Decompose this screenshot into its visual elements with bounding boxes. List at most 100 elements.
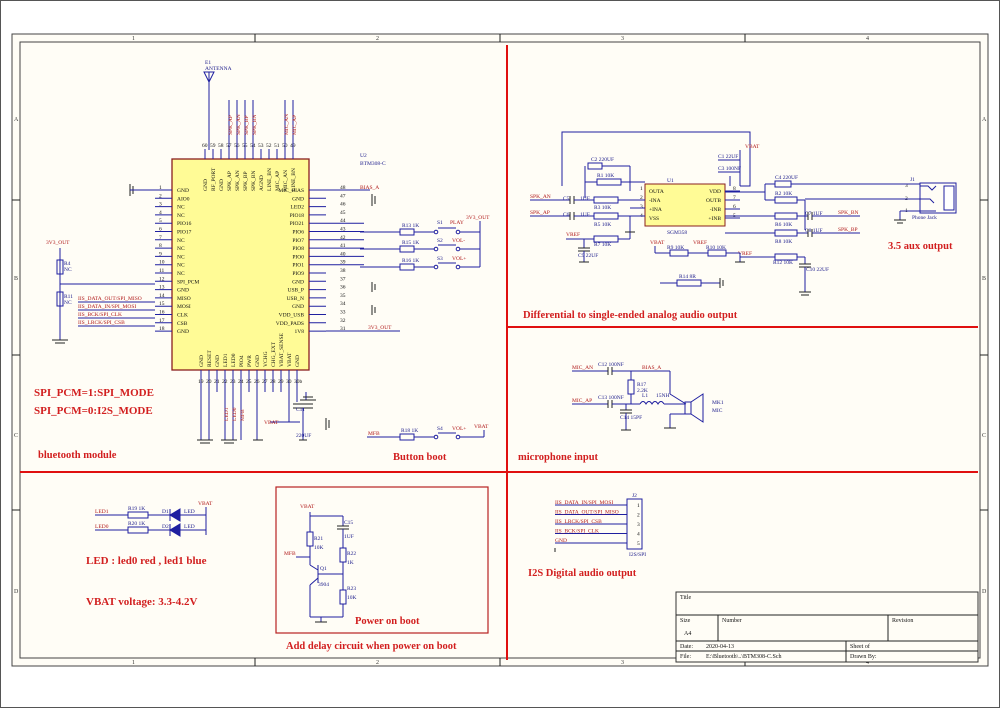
chip-bottom-pins: 19GND20RESET21GND22LED123LED024PIO425PWR… bbox=[198, 332, 303, 392]
tb-file-label: File: bbox=[680, 654, 691, 660]
r10-label: R10 10K bbox=[706, 245, 726, 251]
r5-label: R5 10K bbox=[594, 222, 611, 228]
title-block: Title Size A4 Number Revision Date: 2020… bbox=[675, 591, 979, 663]
row-label-b-right: B bbox=[982, 276, 986, 282]
top-pin-name: LINE_BN bbox=[291, 168, 297, 191]
row-label-b: B bbox=[14, 276, 18, 282]
r2-label: R2 10K bbox=[775, 191, 792, 197]
power-mfb-net: MFB bbox=[284, 551, 296, 557]
top-pin-name: SPK_AP bbox=[227, 171, 233, 191]
right-pin-num: 39 bbox=[340, 260, 346, 266]
vbat-net-opamp: VBAT bbox=[745, 144, 760, 150]
bottom-pin-num: 29 bbox=[278, 379, 284, 385]
led-row-d2: LED0 R20 1K D2 LED bbox=[95, 521, 206, 537]
right-pin-name: GND bbox=[292, 279, 304, 285]
right-pin-name: PIO7 bbox=[292, 238, 304, 244]
left-pin-name: NC bbox=[177, 263, 185, 269]
i2s-net-label: IIS_DATA_IN/SPI_MOSI bbox=[555, 500, 613, 506]
bottom-pin-num: 22 bbox=[222, 379, 228, 385]
opamp-right-pin-name: OUTB bbox=[706, 198, 721, 204]
led-vbat-net: VBAT bbox=[198, 501, 213, 507]
left-pin-name: MISO bbox=[177, 296, 191, 302]
antenna-ref: E1 bbox=[205, 60, 211, 66]
c4-label: C4 220UF bbox=[775, 175, 798, 181]
r17-val: 2.2K bbox=[637, 388, 648, 394]
left-pin-num: 7 bbox=[159, 235, 162, 241]
input-net-spk-an: SPK_AN bbox=[530, 194, 551, 200]
i2s-pin-number: 3 bbox=[637, 522, 640, 528]
left-net-clk: IIS_BCK/SPI_CLK bbox=[78, 312, 122, 318]
section-title-power-boot: Power on boot bbox=[355, 616, 420, 627]
right-pin-name: GND bbox=[292, 196, 304, 202]
left-pin-name: NC bbox=[177, 271, 185, 277]
section-title-diff-audio: Differential to single-ended analog audi… bbox=[523, 310, 738, 321]
jack-val: Phone Jack bbox=[912, 215, 937, 221]
r3-label: R3 10K bbox=[594, 205, 611, 211]
j2-val: I2S/SPI bbox=[629, 552, 646, 558]
top-net-mic-an: MIC_AN bbox=[284, 114, 290, 135]
c3-label: C3 100NF bbox=[718, 166, 741, 172]
power-on-boot-section: VBAT R21 10K C15 1UF R22 1K MFB Q1 3904 … bbox=[275, 486, 489, 652]
s3-ref: S3 bbox=[437, 256, 443, 262]
right-pin-name: PIO0 bbox=[292, 254, 304, 260]
left-pin-num: 5 bbox=[159, 218, 162, 224]
tb-size-value: A4 bbox=[684, 631, 691, 637]
bottom-pin-name: VBAT_SENSE bbox=[279, 332, 285, 367]
bottom-pin-num: 21 bbox=[214, 379, 220, 385]
i2s-net-label: GND bbox=[555, 538, 567, 544]
tb-file-value: E:\Bluetooth\..\BTM308-C.Sch bbox=[706, 654, 782, 660]
bottom-pin-name: GND bbox=[199, 355, 205, 367]
power-vbat-net: VBAT bbox=[300, 504, 315, 510]
i2s-pin-number: 2 bbox=[637, 513, 640, 519]
mic-ap-net: MIC_AP bbox=[572, 398, 592, 404]
note-i2s-mode: SPI_PCM=0:I2S_MODE bbox=[34, 405, 153, 417]
c10-label: C10 22UF bbox=[806, 267, 829, 273]
led-description: LED : led0 red , led1 blue bbox=[86, 555, 207, 567]
i2s-net-label: IIS_DATA_OUT/SPI_MISO bbox=[555, 510, 619, 516]
vbat-voltage-note: VBAT voltage: 3.3-4.2V bbox=[86, 596, 197, 608]
boot-mfb-net: MFB bbox=[368, 431, 380, 437]
button-s2: R15 1K S2 VOL- bbox=[360, 238, 480, 253]
top-pin-name: SPK_BN bbox=[251, 170, 257, 191]
tb-date-label: Date: bbox=[680, 644, 693, 650]
left-pin-name: NC bbox=[177, 238, 185, 244]
mic-an-net: MIC_AN bbox=[572, 365, 593, 371]
c13-label: C13 100NF bbox=[598, 395, 624, 401]
right-pin-name: PIO9 bbox=[292, 271, 304, 277]
r23-ref: R23 bbox=[347, 586, 356, 592]
row-label-a: A bbox=[14, 117, 19, 123]
top-pin-name: SPK_AN bbox=[235, 170, 241, 191]
opamp-right-pin-num: 6 bbox=[733, 204, 736, 210]
r17-ref: R17 bbox=[637, 382, 646, 388]
title-block-frame bbox=[675, 591, 979, 663]
left-pin-name: GND bbox=[177, 188, 189, 194]
bottom-pin-name: GND bbox=[215, 355, 221, 367]
inductor-l1 bbox=[639, 401, 665, 405]
bottom-net-led0: LED0 bbox=[232, 407, 238, 421]
top-pin-num: 59 bbox=[210, 143, 216, 149]
c11-ref: C11 bbox=[296, 407, 305, 413]
out-net-spk-bp: SPK_BP bbox=[838, 227, 858, 233]
left-pin-name: PIO16 bbox=[177, 221, 192, 227]
opamp-left-pin-name: +INA bbox=[649, 207, 662, 213]
section-dividers bbox=[20, 45, 978, 660]
row-label-d: D bbox=[14, 589, 19, 595]
right-pin-name: USB_N bbox=[287, 296, 304, 302]
col-label-1-bottom: 1 bbox=[132, 660, 135, 666]
right-pin-num: 33 bbox=[340, 310, 346, 316]
vref-net-mid: VREF bbox=[693, 240, 707, 246]
r22-ref: R22 bbox=[347, 551, 356, 557]
opamp-u1-body bbox=[644, 183, 726, 227]
left-pin-name: AIO0 bbox=[177, 196, 190, 202]
right-pin-num: 38 bbox=[340, 268, 346, 274]
right-pin-num: 34 bbox=[340, 301, 346, 307]
r21-ref: R21 bbox=[314, 536, 323, 542]
left-pin-num: 6 bbox=[159, 227, 162, 233]
led-row-d1: LED1 R19 1K D1 LED bbox=[95, 506, 206, 522]
r11-body bbox=[56, 291, 64, 307]
top-pin-num: 60 bbox=[202, 143, 208, 149]
led-section: VBAT LED1 R19 1K D1 LED LED0 R20 1K D2 L… bbox=[86, 501, 213, 608]
